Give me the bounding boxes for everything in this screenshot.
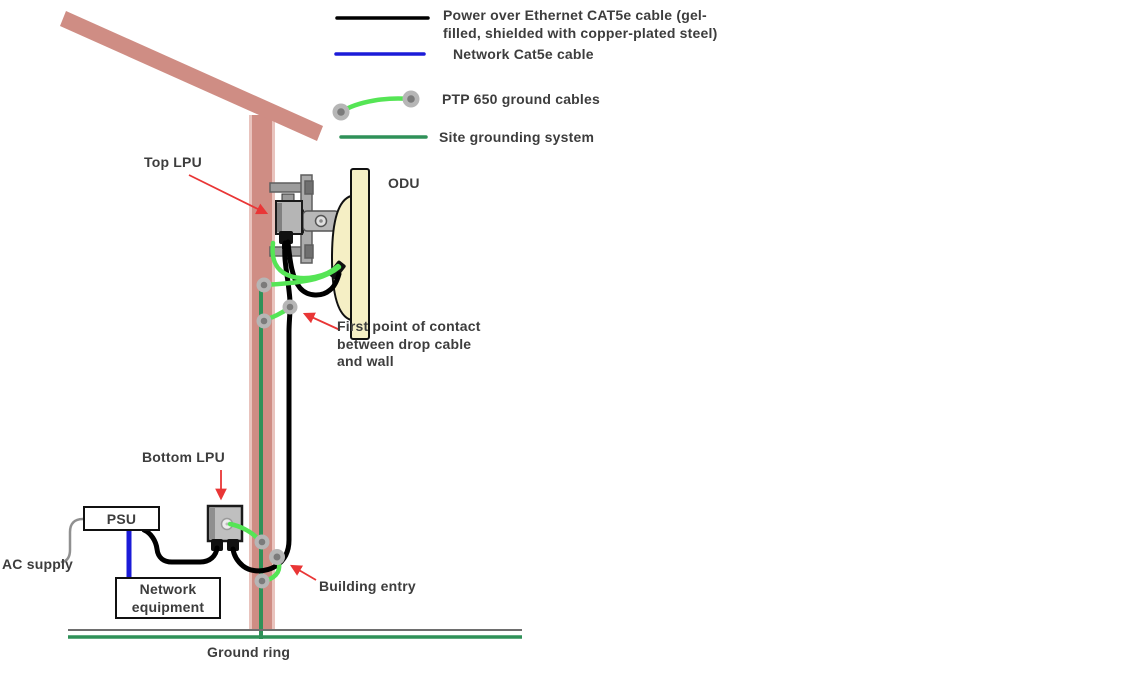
bottom-lpu-device <box>206 504 244 551</box>
ground-lug <box>254 573 270 589</box>
legend-swatch-ground-cable <box>338 96 413 115</box>
legend-label-network: Network Cat5e cable <box>453 46 594 62</box>
first-contact-arrow <box>302 312 341 331</box>
ac-supply-label: AC supply <box>2 556 74 572</box>
roof-beam <box>60 11 323 141</box>
top-lpu-device <box>275 193 303 249</box>
ground-lug <box>256 313 272 329</box>
bottom-lpu-label: Bottom LPU <box>142 449 225 465</box>
poe-psu-to-lpu-cable <box>141 527 220 565</box>
ground-cable-bottomlpu-to-pole <box>227 521 264 544</box>
top-lpu-arrow <box>188 174 269 215</box>
legend-swatch-lugs <box>332 90 420 121</box>
legend-label-poe: Power over Ethernet CAT5e cable (gel- fi… <box>443 7 718 41</box>
ground-ring-label: Ground ring <box>207 644 291 660</box>
network-equipment-box: Network equipment <box>115 577 221 619</box>
odu-label: ODU <box>388 175 420 191</box>
ground-lug <box>256 277 272 293</box>
callout-arrows <box>188 174 341 581</box>
bottom-lpu-left-port <box>211 539 223 551</box>
odu-panel <box>350 168 370 340</box>
top-lpu-label: Top LPU <box>144 154 202 170</box>
psu-box: PSU <box>83 506 160 531</box>
legend-swatches <box>332 16 430 139</box>
legend-label-site-ground: Site grounding system <box>439 129 595 145</box>
poe-jumper-lpu-to-odu <box>285 239 342 298</box>
odu-pivot-bolt-center <box>319 219 323 223</box>
odu-radome <box>330 194 352 322</box>
ground-ring-lines <box>68 629 522 639</box>
ground-lugs <box>254 277 298 589</box>
ground-cable-pole-to-odu <box>261 264 342 288</box>
ac-supply-line <box>60 517 85 564</box>
first-contact-label: First point of contact between drop cabl… <box>337 318 481 369</box>
ground-lug <box>269 549 285 565</box>
building-entry-arrow <box>289 564 317 581</box>
odu-assembly <box>288 168 370 340</box>
building-entry-label: Building entry <box>319 578 416 594</box>
ground-lug <box>254 534 270 550</box>
legend-label-ground-cables: PTP 650 ground cables <box>442 91 600 107</box>
bottom-lpu-right-port <box>227 539 239 551</box>
ground-lug <box>282 299 298 315</box>
